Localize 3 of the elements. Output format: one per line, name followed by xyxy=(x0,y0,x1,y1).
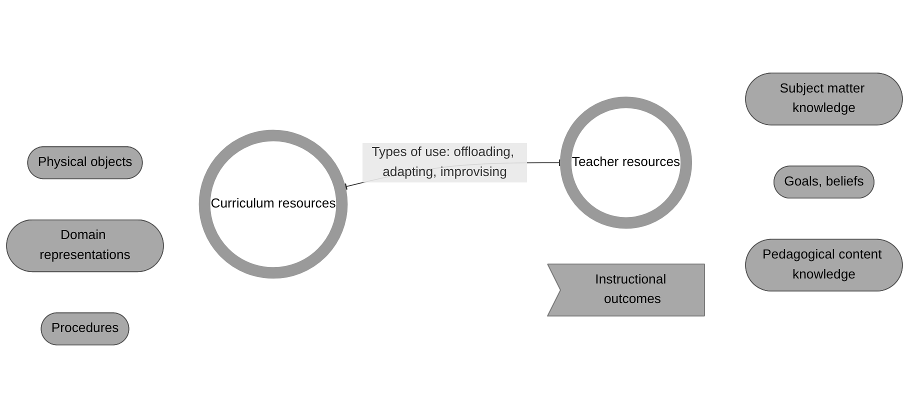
node-circle: Teacher resources xyxy=(560,96,692,229)
node-circle: Curriculum resources xyxy=(198,130,348,279)
edge-label: Types of use: offloading, adapting, improvising xyxy=(372,145,514,180)
